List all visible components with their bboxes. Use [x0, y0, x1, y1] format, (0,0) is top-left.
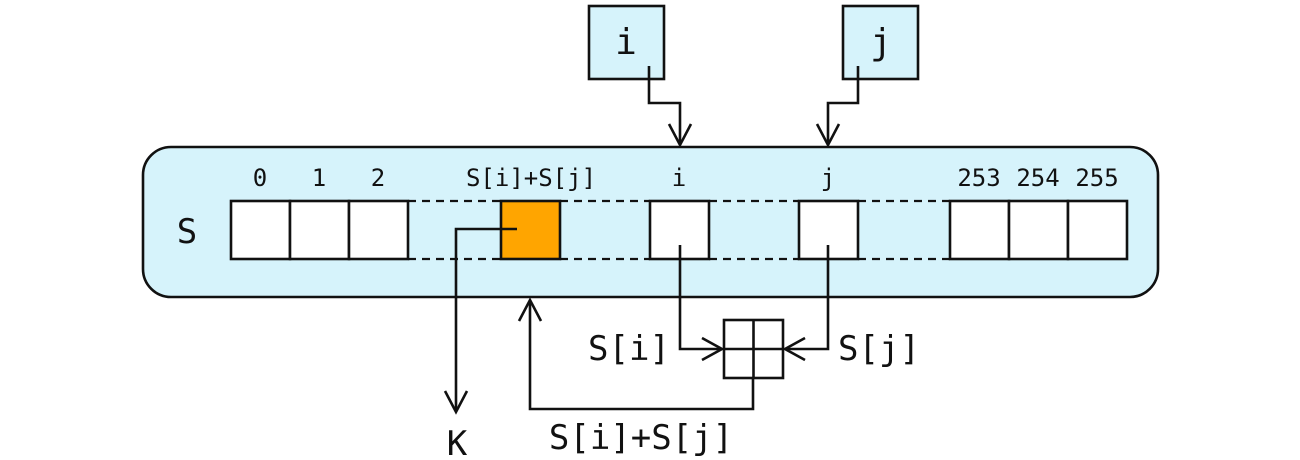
index-label-j: j	[821, 164, 835, 192]
register-j: j	[841, 4, 920, 81]
index-label-254: 254	[1016, 164, 1059, 192]
output-label-k: K	[447, 424, 468, 460]
arrow-register-i-to-cell	[647, 66, 693, 148]
cell-255	[1066, 199, 1129, 261]
cell-2	[347, 199, 410, 261]
cell-1	[288, 199, 351, 261]
arrow-sum-to-highlighted-cell	[517, 297, 755, 411]
index-label-1: 1	[312, 164, 326, 192]
register-i: i	[587, 4, 666, 81]
arrow-register-j-to-cell	[815, 66, 860, 148]
arrow-s-j-to-adder	[782, 245, 830, 362]
cell-0	[229, 199, 292, 261]
cell-253	[948, 199, 1011, 261]
index-label-2: 2	[371, 164, 385, 192]
register-i-label: i	[615, 22, 637, 63]
state-array-name: S	[177, 212, 197, 252]
arrow-s-i-to-adder	[678, 245, 725, 362]
flow-label-sum: S[i]+S[j]	[549, 418, 733, 458]
index-label-255: 255	[1075, 164, 1118, 192]
arrow-highlighted-cell-to-output	[443, 227, 517, 415]
index-label-sum: S[i]+S[j]	[466, 164, 596, 192]
register-j-label: j	[870, 22, 892, 63]
index-label-253: 253	[957, 164, 1000, 192]
adder-box	[722, 318, 785, 380]
index-label-i: i	[672, 164, 686, 192]
flow-label-s-i: S[i]	[588, 329, 670, 369]
flow-label-s-j: S[j]	[838, 329, 920, 369]
cell-254	[1007, 199, 1070, 261]
array-dashed-rails	[408, 199, 950, 261]
index-label-0: 0	[253, 164, 267, 192]
